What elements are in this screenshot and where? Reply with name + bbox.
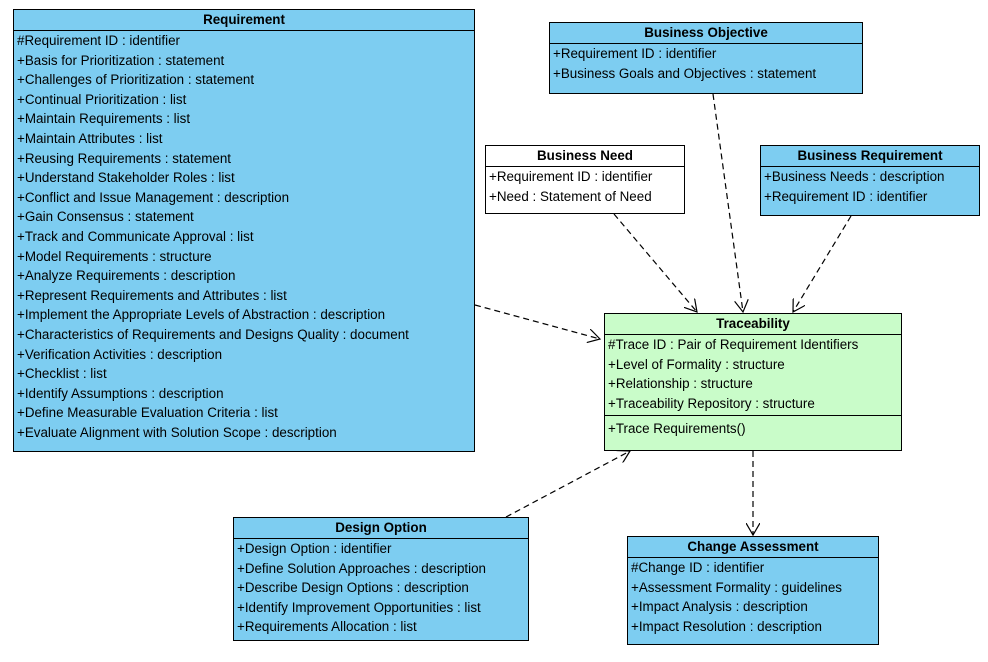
attribute-list: #Change ID : identifier +Assessment Form…: [628, 558, 878, 636]
attribute: +Characteristics of Requirements and Des…: [17, 326, 409, 342]
class-title: Change Assessment: [628, 537, 878, 558]
attribute: +Describe Design Options : description: [237, 580, 469, 596]
attribute-list: +Requirement ID : identifier +Need : Sta…: [486, 167, 684, 206]
attribute: +Business Needs : description: [764, 169, 945, 184]
attribute: +Reusing Requirements : statement: [17, 150, 231, 166]
attribute: +Requirement ID : identifier: [553, 46, 717, 61]
class-requirement[interactable]: Requirement #Requirement ID : identifier…: [13, 9, 475, 452]
attribute: +Business Goals and Objectives : stateme…: [553, 65, 817, 81]
attribute: +Track and Communicate Approval : list: [17, 228, 254, 244]
attribute-list: +Business Needs : description +Requireme…: [761, 167, 979, 206]
class-title: Traceability: [605, 314, 901, 335]
attribute: +Relationship : structure: [608, 376, 753, 392]
attribute: #Trace ID : Pair of Requirement Identifi…: [608, 337, 859, 352]
attribute: +Impact Resolution : description: [631, 618, 822, 634]
attribute: +Traceability Repository : structure: [608, 395, 815, 411]
attribute: +Model Requirements : structure: [17, 248, 212, 264]
class-business-requirement[interactable]: Business Requirement +Business Needs : d…: [760, 145, 980, 216]
attribute: +Requirement ID : identifier: [489, 169, 653, 184]
class-business-need[interactable]: Business Need +Requirement ID : identifi…: [485, 145, 685, 214]
attribute: +Analyze Requirements : description: [17, 268, 236, 284]
attribute-list: +Design Option : identifier +Define Solu…: [234, 539, 528, 637]
attribute: +Implement the Appropriate Levels of Abs…: [17, 307, 386, 323]
attribute: +Continual Prioritization : list: [17, 91, 187, 107]
attribute: #Change ID : identifier: [631, 560, 765, 575]
attribute: +Requirement ID : identifier: [764, 188, 928, 204]
edge-business-need-to-traceability: [613, 213, 697, 312]
operation: +Trace Requirements(): [608, 421, 746, 437]
attribute: #Requirement ID : identifier: [17, 33, 180, 48]
edge-business-requirement-to-traceability: [793, 215, 852, 312]
attribute-list: #Requirement ID : identifier +Basis for …: [14, 31, 474, 442]
class-title: Requirement: [14, 10, 474, 31]
attribute: +Basis for Prioritization : statement: [17, 52, 225, 68]
class-title: Business Need: [486, 146, 684, 167]
attribute: +Understand Stakeholder Roles : list: [17, 170, 235, 186]
class-title: Business Objective: [550, 23, 862, 44]
attribute: +Requirements Allocation : list: [237, 619, 417, 635]
attribute: +Challenges of Prioritization : statemen…: [17, 72, 255, 88]
attribute: +Identify Assumptions : description: [17, 385, 224, 401]
edge-requirement-to-traceability: [474, 304, 600, 339]
attribute: +Conflict and Issue Management : descrip…: [17, 189, 290, 205]
attribute: +Level of Formality : structure: [608, 356, 785, 372]
edge-design-option-to-traceability: [505, 451, 630, 518]
attribute: +Define Solution Approaches : descriptio…: [237, 560, 487, 576]
attribute: +Checklist : list: [17, 366, 107, 382]
attribute: +Verification Activities : description: [17, 346, 223, 362]
operation-list: +Trace Requirements(): [605, 415, 901, 439]
attribute: +Need : Statement of Need: [489, 188, 652, 204]
class-design-option[interactable]: Design Option +Design Option : identifie…: [233, 517, 529, 641]
attribute: +Impact Analysis : description: [631, 599, 808, 615]
attribute: +Represent Requirements and Attributes :…: [17, 287, 287, 303]
class-title: Business Requirement: [761, 146, 979, 167]
attribute-list: #Trace ID : Pair of Requirement Identifi…: [605, 335, 901, 415]
attribute: +Identify Improvement Opportunities : li…: [237, 599, 481, 615]
attribute: +Maintain Requirements : list: [17, 111, 191, 127]
attribute: +Evaluate Alignment with Solution Scope …: [17, 424, 337, 440]
attribute: +Maintain Attributes : list: [17, 130, 163, 146]
class-business-objective[interactable]: Business Objective +Requirement ID : ide…: [549, 22, 863, 94]
edge-business-objective-to-traceability: [712, 93, 743, 312]
attribute: +Assessment Formality : guidelines: [631, 579, 842, 595]
class-title: Design Option: [234, 518, 528, 539]
class-traceability[interactable]: Traceability #Trace ID : Pair of Require…: [604, 313, 902, 451]
attribute: +Define Measurable Evaluation Criteria :…: [17, 405, 278, 421]
class-change-assessment[interactable]: Change Assessment #Change ID : identifie…: [627, 536, 879, 645]
attribute-list: +Requirement ID : identifier +Business G…: [550, 44, 862, 83]
attribute: +Gain Consensus : statement: [17, 209, 194, 225]
attribute: +Design Option : identifier: [237, 541, 392, 556]
